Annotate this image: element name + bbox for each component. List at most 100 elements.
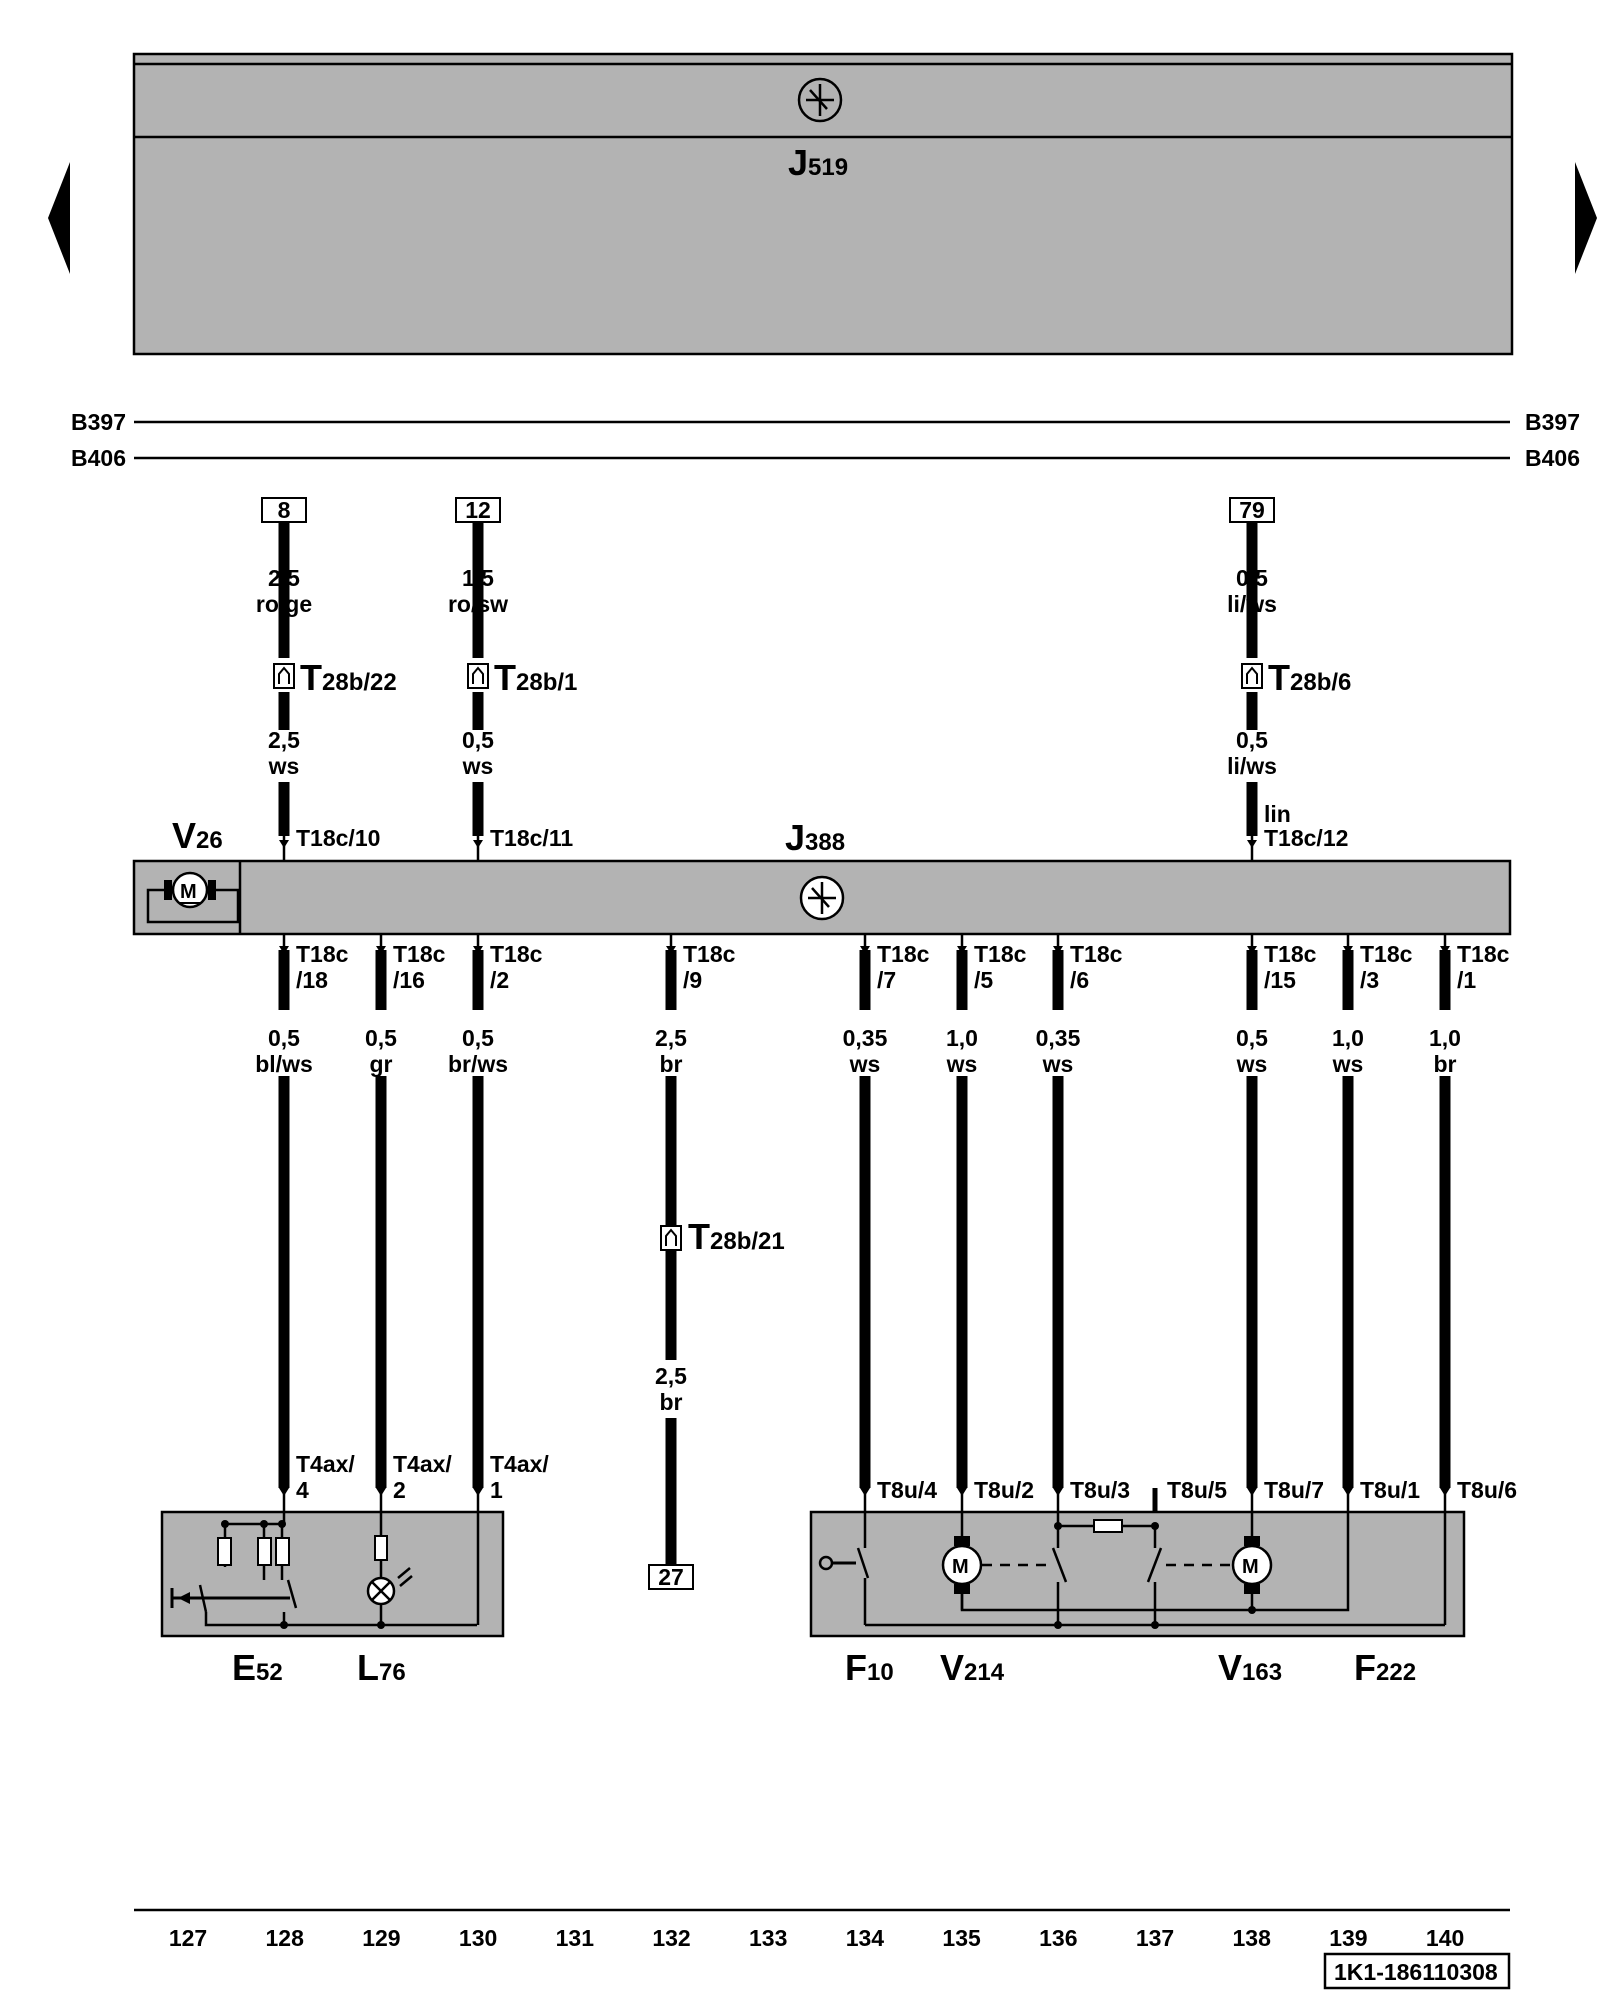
svg-text:M: M	[180, 881, 197, 903]
connector-label: T28b/1	[494, 657, 577, 698]
connector-label: T28b/22	[300, 657, 397, 698]
pin-arrow-icon	[279, 840, 289, 848]
top-wires: 82,5ro/geT28b/222,5wsT18c/10121,5ro/swT2…	[256, 497, 1351, 861]
top-module: J519	[132, 52, 1514, 356]
pin-arrow-icon	[473, 1488, 483, 1496]
wire-size: 0,5	[462, 1025, 494, 1051]
wire-size: 2,5	[655, 1025, 687, 1051]
pin-label: /3	[1360, 967, 1379, 993]
middle-connector-label: T28b/21	[688, 1216, 785, 1257]
electronic-control-icon	[799, 875, 845, 921]
pin-label: T18c	[296, 941, 349, 967]
wire-size: 0,35	[1036, 1025, 1081, 1051]
pin-label: /1	[1457, 967, 1476, 993]
end-pin-label: T8u/1	[1360, 1477, 1420, 1503]
wire-ref: 8	[278, 497, 291, 523]
pin-label: T18c	[1360, 941, 1413, 967]
svg-text:M: M	[1242, 1556, 1259, 1578]
pin-label: /5	[974, 967, 993, 993]
column-number: 135	[942, 1925, 981, 1951]
wire-size: 0,5	[1236, 565, 1268, 591]
wire-size: 0,5	[365, 1025, 397, 1051]
wire-color: ws	[1236, 1051, 1268, 1077]
end-pin-label: T8u/2	[974, 1477, 1034, 1503]
wire-size: 1,0	[1429, 1025, 1461, 1051]
column-number: 132	[652, 1925, 690, 1951]
end-pin-label: 2	[393, 1477, 406, 1503]
pin-label: T18c	[683, 941, 736, 967]
pin-label: T18c	[490, 941, 543, 967]
bus-line-right-label: B406	[1525, 445, 1580, 471]
pin-label: T18c/11	[490, 825, 573, 851]
column-number: 137	[1136, 1925, 1174, 1951]
window-motor-v163-icon: M	[1231, 1512, 1273, 1610]
wire-color: ws	[946, 1051, 978, 1077]
column-number: 128	[266, 1925, 305, 1951]
document-id: 1K1-186110308	[1334, 1959, 1498, 1985]
wire-color: ws	[268, 753, 300, 779]
wire-ref-box	[455, 497, 501, 523]
top-module-label: J519	[788, 142, 848, 183]
wire-color: ro/ge	[256, 591, 312, 617]
column-number: 127	[169, 1925, 207, 1951]
wire-color: br	[660, 1051, 683, 1077]
motor-label: V26	[172, 815, 223, 856]
end-pin-label: T8u/3	[1070, 1477, 1130, 1503]
end-pin-label: 1	[490, 1477, 503, 1503]
end-pin-label: T8u/7	[1264, 1477, 1324, 1503]
pin-label: T18c	[1070, 941, 1123, 967]
previous-page-arrow-icon[interactable]	[48, 162, 70, 274]
column-number: 129	[362, 1925, 400, 1951]
wire-color: ws	[462, 753, 494, 779]
wire-size: 0,35	[843, 1025, 888, 1051]
lamp-icon	[366, 1567, 413, 1606]
end-pin-label: 4	[296, 1477, 309, 1503]
pin-arrow-icon	[1343, 1488, 1353, 1496]
motor-switch-module: M M	[809, 1510, 1466, 1638]
wire-color: ws	[849, 1051, 881, 1077]
pin-label: /6	[1070, 967, 1089, 993]
component-label: F222	[1354, 1647, 1416, 1688]
extra-pin-label: T8u/5	[1167, 1477, 1227, 1503]
column-number: 136	[1039, 1925, 1077, 1951]
component-label: E52	[232, 1647, 283, 1688]
wire-color: ws	[1332, 1051, 1364, 1077]
wire-color: li/ws	[1227, 591, 1277, 617]
wire-ref: 79	[1239, 497, 1265, 523]
pin-arrow-icon	[957, 1488, 967, 1496]
bus-line-left-label: B397	[71, 409, 126, 435]
wire-size: 2,5	[268, 565, 300, 591]
wire-size: 1,0	[946, 1025, 978, 1051]
bottom-wires: T18c/180,5bl/wsT4ax/4T18c/160,5grT4ax/2T…	[255, 934, 1517, 1565]
pin-label: T18c	[1264, 941, 1317, 967]
wire-ref-box	[261, 497, 307, 523]
wire-color: li/ws	[1227, 753, 1277, 779]
pin-arrow-icon	[1440, 1488, 1450, 1496]
middle-wire-color: br	[660, 1389, 683, 1415]
component-label: L76	[357, 1647, 406, 1688]
wire-size: 0,5	[1236, 727, 1268, 753]
next-page-arrow-icon[interactable]	[1575, 162, 1597, 274]
column-number: 134	[846, 1925, 885, 1951]
middle-connector: T28b/21 2,5 br 27	[648, 1216, 785, 1590]
control-unit: J388 V26 M	[132, 815, 1512, 936]
component-label: V163	[1218, 1647, 1282, 1688]
pin-arrow-icon	[1053, 1488, 1063, 1496]
wire-ref: 12	[465, 497, 491, 523]
pin-label: T18c	[974, 941, 1027, 967]
pin-label: T18c	[393, 941, 446, 967]
wire-color: br/ws	[448, 1051, 508, 1077]
end-pin-label: T8u/6	[1457, 1477, 1517, 1503]
svg-text:M: M	[952, 1556, 969, 1578]
wire-size: 0,5	[1236, 1025, 1268, 1051]
pin-arrow-icon	[279, 1488, 289, 1496]
end-pin-label: T4ax/	[490, 1451, 549, 1477]
connector-icon	[467, 663, 489, 689]
wire-color: gr	[370, 1051, 393, 1077]
connector-label: T28b/6	[1268, 657, 1351, 698]
end-pin-label: T4ax/	[393, 1451, 452, 1477]
pin-arrow-icon	[473, 840, 483, 848]
wire-size: 1,5	[462, 565, 494, 591]
